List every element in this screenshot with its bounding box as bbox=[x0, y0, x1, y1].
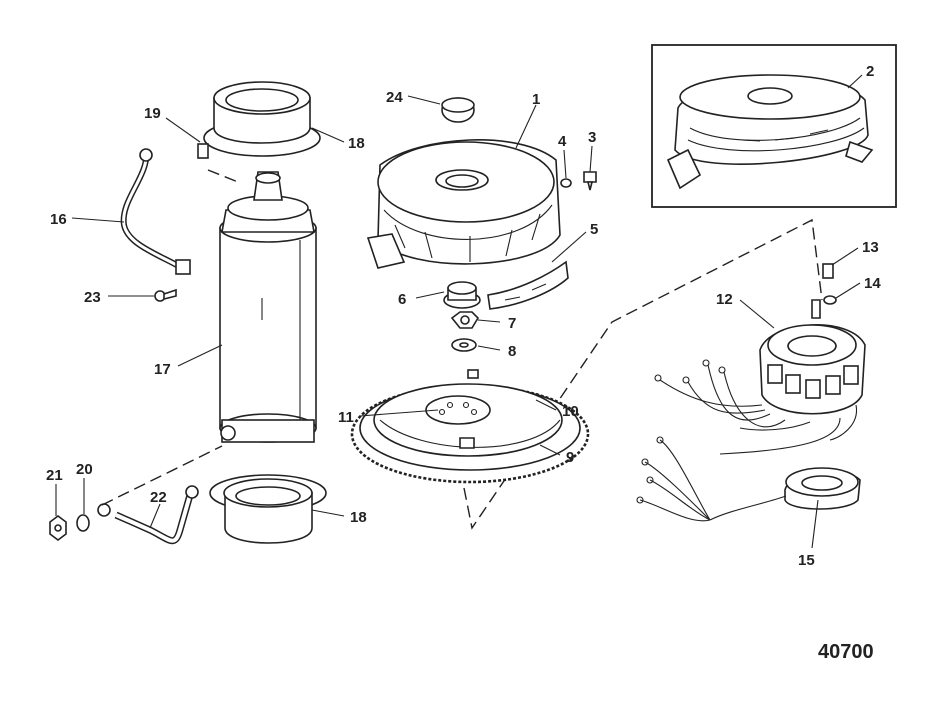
nut-7 bbox=[450, 311, 480, 329]
callout-18a: 18 bbox=[348, 135, 365, 152]
figure-number: 40700 bbox=[818, 641, 874, 663]
callout-21: 21 bbox=[46, 467, 63, 484]
stator-12 bbox=[759, 299, 866, 415]
callout-3: 3 bbox=[588, 129, 596, 146]
nut-20 bbox=[76, 514, 90, 532]
starter-bushing-bottom bbox=[209, 474, 327, 544]
callout-2: 2 bbox=[866, 63, 874, 80]
stator-wires bbox=[654, 359, 857, 455]
inset-box bbox=[651, 44, 897, 208]
bushing-6 bbox=[443, 281, 481, 309]
callout-10: 10 bbox=[562, 403, 579, 420]
callout-15: 15 bbox=[798, 552, 815, 569]
flywheel-cover bbox=[366, 139, 561, 269]
flywheel-9 bbox=[350, 369, 590, 484]
callout-1: 1 bbox=[532, 91, 540, 108]
leader-lines bbox=[55, 74, 863, 549]
callout-8: 8 bbox=[508, 343, 516, 360]
bracket-5 bbox=[487, 260, 569, 310]
screw-13 bbox=[822, 263, 834, 279]
callout-13: 13 bbox=[862, 239, 879, 256]
callout-22: 22 bbox=[150, 489, 167, 506]
callout-9: 9 bbox=[566, 449, 574, 466]
callout-17: 17 bbox=[154, 361, 171, 378]
callout-18b: 18 bbox=[350, 509, 367, 526]
washer-8 bbox=[451, 338, 477, 352]
callout-5: 5 bbox=[590, 221, 598, 238]
callout-19: 19 bbox=[144, 105, 161, 122]
callout-11: 11 bbox=[338, 409, 354, 426]
callout-4: 4 bbox=[558, 133, 567, 150]
callout-labels: 1 2 3 4 5 6 7 8 9 10 11 12 13 14 15 16 1… bbox=[46, 63, 881, 569]
starter-bushing-top bbox=[203, 81, 321, 157]
callout-20: 20 bbox=[76, 461, 93, 478]
screw-3 bbox=[583, 171, 597, 191]
starter-motor bbox=[219, 171, 317, 443]
assembly-lines bbox=[101, 169, 823, 530]
callout-24: 24 bbox=[386, 89, 403, 106]
screw-19 bbox=[197, 143, 209, 159]
callout-23: 23 bbox=[84, 289, 101, 306]
nut-21 bbox=[49, 515, 67, 541]
screw-23 bbox=[154, 288, 177, 302]
washer-4 bbox=[560, 178, 572, 188]
callout-14: 14 bbox=[864, 275, 881, 292]
trigger-15 bbox=[636, 436, 861, 522]
washer-14 bbox=[823, 295, 837, 305]
starter-cable-16 bbox=[120, 148, 191, 275]
callout-16: 16 bbox=[50, 211, 67, 228]
cap-24 bbox=[441, 97, 475, 123]
callout-7: 7 bbox=[508, 315, 516, 332]
flywheel-cover-inset bbox=[666, 74, 874, 190]
callout-6: 6 bbox=[398, 291, 406, 308]
callout-12: 12 bbox=[716, 291, 733, 308]
starter-cable-22 bbox=[97, 485, 199, 545]
